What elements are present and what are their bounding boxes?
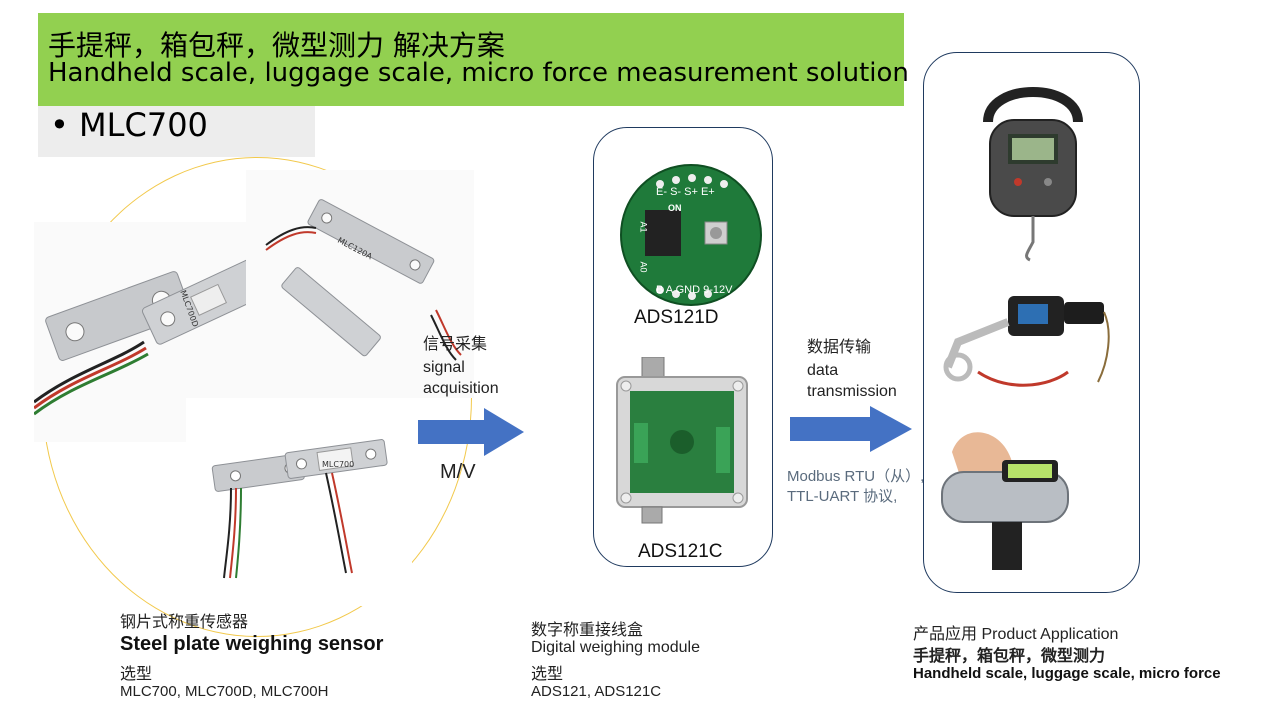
pin-e-plus: E+ — [700, 186, 715, 198]
flow2-label-chinese: 数据传输 — [807, 339, 872, 356]
board-pins-bottom: B A GND 9-12V — [656, 284, 732, 296]
title-banner — [38, 13, 904, 106]
flow1-label-chinese: 信号采集 — [423, 336, 488, 353]
caption-module-select: 选型 — [531, 666, 564, 683]
caption-app-english: Handheld scale, luggage scale, micro for… — [913, 665, 1221, 682]
caption-sensor-models: MLC700, MLC700D, MLC700H — [120, 683, 329, 700]
pin-power: 9-12V — [703, 284, 733, 296]
flow2-label-line1: data — [807, 362, 839, 379]
load-cell-mlc700-image — [211, 439, 388, 579]
flow2-label-line2: transmission — [807, 383, 897, 400]
caption-app-chinese: 手提秤，箱包秤，微型测力 — [913, 648, 1106, 665]
pin-gnd: GND — [675, 284, 701, 296]
caption-module-english: Digital weighing module — [531, 639, 700, 656]
luggage-scale-image — [941, 432, 1069, 570]
protocol-line2: TTL-UART 协议, — [787, 488, 898, 505]
caption-sensor-chinese: 钢片式称重传感器 — [120, 614, 249, 631]
sensor-tag-mlc700: MLC700 — [322, 460, 355, 469]
load-cell-mlc120a-image — [265, 199, 462, 361]
page-title-chinese: 手提秤，箱包秤，微型测力 解决方案 — [48, 29, 505, 62]
fish-grip-scale-image — [943, 296, 1110, 387]
ads121c-label: ADS121C — [638, 541, 723, 562]
caption-app-title: 产品应用 Product Application — [913, 626, 1119, 643]
board-side-a1: A1 — [638, 221, 649, 233]
flow1-unit: M/V — [440, 461, 476, 483]
ads121c-enclosure-image — [616, 357, 748, 524]
ads121d-label: ADS121D — [634, 307, 719, 328]
board-switch-label: ON — [668, 203, 682, 213]
arrow-right-icon — [790, 406, 912, 452]
page-title-english: Handheld scale, luggage scale, micro for… — [48, 58, 909, 88]
pin-a: A — [665, 284, 673, 296]
flow1-label-line2: acquisition — [423, 380, 499, 397]
pin-b: B — [656, 284, 664, 296]
caption-module-chinese: 数字称重接线盒 — [531, 622, 644, 639]
flow1-label-line1: signal — [423, 359, 465, 376]
caption-sensor-select: 选型 — [120, 666, 153, 683]
caption-sensor-english: Steel plate weighing sensor — [120, 633, 384, 655]
sensor-photo-mlc700 — [186, 398, 412, 606]
protocol-line1: Modbus RTU（从）, — [787, 468, 925, 485]
pin-s-plus: S+ — [684, 186, 698, 198]
sensor-photo-mlc120a — [246, 170, 474, 398]
model-box — [38, 106, 315, 157]
hanging-scale-image — [983, 87, 1083, 262]
model-label: • MLC700 — [50, 106, 208, 144]
arrow-right-icon — [418, 408, 524, 456]
caption-module-models: ADS121, ADS121C — [531, 683, 662, 700]
load-cell-bars-image — [33, 259, 267, 416]
board-pins-top: E- S- S+ E+ — [656, 186, 715, 198]
ads121d-board-image — [620, 164, 762, 306]
board-side-a0: A0 — [638, 261, 649, 273]
pin-e-minus: E- — [656, 186, 667, 198]
pin-s-minus: S- — [670, 186, 682, 198]
